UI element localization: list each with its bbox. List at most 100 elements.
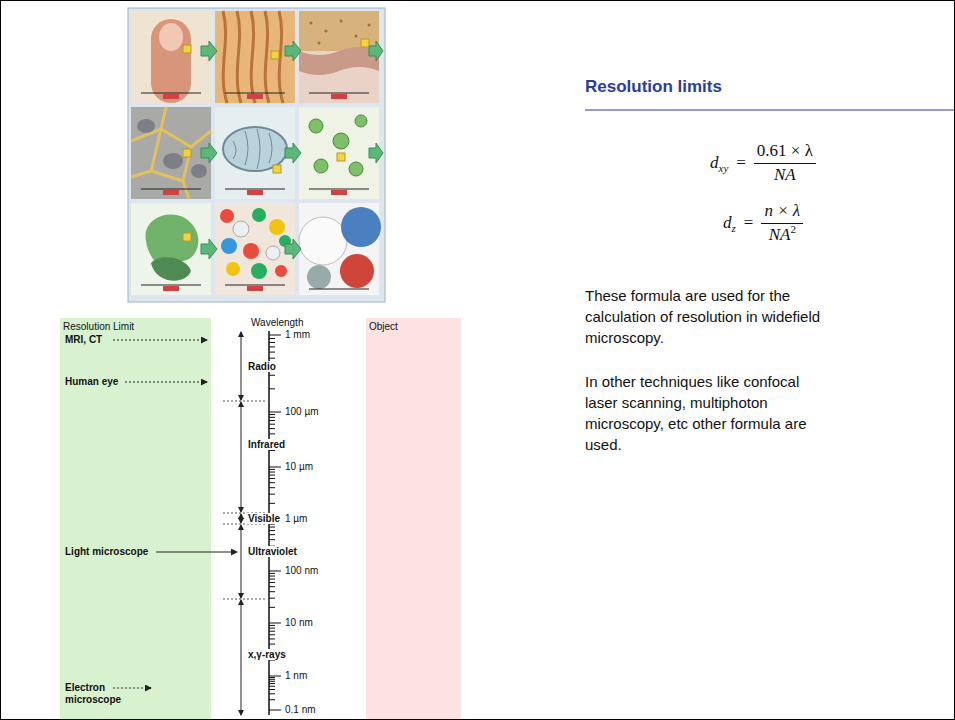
mitochondrion-tile [225,189,285,190]
spheres-tile [340,254,374,288]
note-paragraph: These formula are used for the calculati… [585,285,833,348]
skin-section-tile [299,11,379,51]
wavelength-ruler [269,634,275,635]
mitochondrion-tile [273,165,281,173]
skin-section-tile [361,39,369,47]
molecules-tile [309,189,369,190]
wavelength-ruler [269,352,275,353]
wavelength-ruler [269,582,275,583]
leader-arrow [156,552,237,553]
equals-sign: = [744,213,754,233]
wavelength-ruler [269,607,275,608]
wavelength-ruler [269,478,275,479]
slide-title: Resolution limits [585,77,722,97]
wavelength-ruler [269,571,281,572]
wavelength-ruler [269,433,275,434]
spheres-tile [309,289,369,290]
finger-tile [159,23,183,51]
variable: NA [774,165,796,184]
wavelength-ruler [269,469,275,470]
band-range-arrow [241,514,242,523]
wavelength-ruler [269,539,275,540]
wavelength-ruler [269,579,275,580]
protein-tile [141,285,201,286]
skin-ridges-tile [225,93,285,94]
mitochondrion-tile [215,107,295,199]
zoom-arrow [201,239,217,259]
wavelength-ruler [269,573,275,574]
molecules-tile [299,107,379,199]
exponent: 2 [790,223,796,235]
finger-tile [141,93,201,94]
wavelength-ruler [269,335,281,336]
zoom-arrow [201,143,217,163]
scale-value: 1 nm [285,670,307,681]
note-paragraph: In other techniques like confocal laser … [585,371,833,455]
molecules-tile [314,159,328,173]
variable: NA [769,225,791,244]
scale-value: 100 µm [285,406,319,417]
formula: dxy=0.61 × λNA [710,141,816,185]
wavelength-ruler [269,467,281,468]
skin-section-tile [299,47,379,75]
skin-section-tile [309,93,369,94]
finger-tile [151,19,191,103]
wavelength-ruler [269,598,275,599]
band-name: Visible [247,513,281,524]
wavelength-ruler [269,388,275,389]
zoom-arrow [285,41,301,61]
wavelength-ruler [269,527,275,528]
skin-section-tile [299,11,379,103]
molecules-tile [333,133,349,149]
wavelength-ruler [269,683,275,684]
column-heading: Resolution Limit [63,321,134,333]
variable: d [723,213,732,233]
zoom-arrow [285,143,301,163]
zoom-arrow [201,41,217,61]
cells-tile [141,189,201,190]
skin-section-tile [331,94,347,99]
wavelength-ruler [269,417,275,418]
molecules-tile [299,107,379,199]
wavelength-ruler [269,699,275,700]
spheres-tile [341,207,381,247]
resolution-item: MRI, CT [65,334,102,346]
skin-section-tile [340,20,343,23]
band-boundary [223,401,267,402]
skin-ridges-tile [247,94,263,99]
protein-tile [151,257,191,280]
wavelength-ruler [269,710,281,711]
cells-tile [131,107,211,199]
wavelength-ruler [269,472,275,473]
zoom-illustration [128,8,385,302]
skin-section-tile [355,35,358,38]
resolution-item: Light microscope [65,546,148,558]
skin-ridges-tile [223,11,283,103]
skin-section-tile [325,30,328,33]
scale-value: 10 µm [285,461,313,472]
spheres-tile [307,265,331,289]
atoms-tile [251,263,267,279]
skin-ridges-tile [271,51,279,59]
mitochondrion-tile [223,127,287,171]
spheres-tile [299,217,347,265]
wavelength-ruler [269,628,275,629]
mitochondrion-tile [233,129,272,169]
wavelength-ruler [269,358,275,359]
finger-tile [131,11,211,103]
spheres-tile [299,203,381,295]
wavelength-ruler [269,677,275,678]
scale-value: 0.1 nm [285,704,316,715]
wavelength-ruler [269,679,275,680]
wavelength-ruler [269,686,275,687]
skin-section-tile [310,22,313,25]
atoms-tile [247,286,263,291]
wavelength-ruler [269,482,275,483]
axis-heading: Wavelength [251,317,303,328]
cells-tile [163,153,183,169]
cells-tile [191,164,207,178]
mitochondrion-tile [247,190,263,195]
fraction: n × λNA2 [761,201,803,245]
protein-tile [163,286,179,291]
